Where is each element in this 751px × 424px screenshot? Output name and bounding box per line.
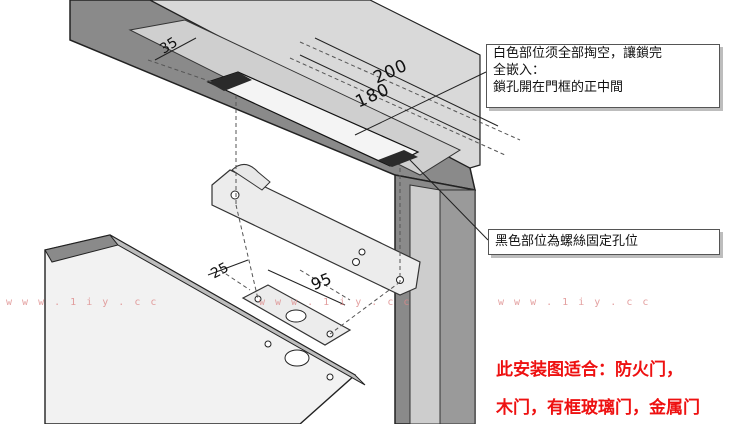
lock-body	[211, 169, 421, 296]
door-leaf-top	[109, 234, 366, 386]
callout-mortise-line3: 鎖孔開在門框的正中間	[493, 80, 624, 95]
lock-screw-1	[230, 190, 240, 200]
callout-leader-bottom	[409, 159, 489, 241]
screw-area-left	[208, 72, 252, 91]
dimension-arrows	[154, 37, 499, 306]
lock-screw-2	[352, 258, 360, 266]
strike-screw-4	[326, 373, 334, 381]
watermark: w w w . 1 i y . c c	[259, 297, 412, 308]
strike-hole-1	[285, 309, 307, 323]
applicability-note-line2: 木门，有框玻璃门，金属门	[496, 398, 700, 418]
callout-mortise-line1: 白色部位须全部掏空，讓鎖完	[493, 46, 663, 61]
callout-mortise: 白色部位须全部掏空，讓鎖完 全嵌入： 鎖孔開在門框的正中間	[486, 44, 720, 108]
strike-screw-3	[264, 340, 272, 348]
lock-screw-3	[358, 248, 366, 256]
callout-screw-holes: 黑色部位為螺絲固定孔位	[488, 229, 720, 255]
watermark: w w w . 1 i y . c c	[498, 297, 651, 308]
strike-screw-1	[254, 295, 262, 303]
applicability-note-line1: 此安装图适合：防火门，	[496, 360, 683, 380]
watermark: w w w . 1 i y . c c	[6, 297, 159, 308]
projection-lines	[147, 41, 521, 335]
callout-mortise-line2: 全嵌入：	[493, 63, 546, 78]
screw-area-right	[378, 150, 418, 167]
door-frame-right-face	[409, 184, 441, 424]
callout-leader-top	[354, 71, 487, 136]
strike-hole-2	[284, 349, 310, 367]
door-frame-right-side	[439, 189, 476, 424]
